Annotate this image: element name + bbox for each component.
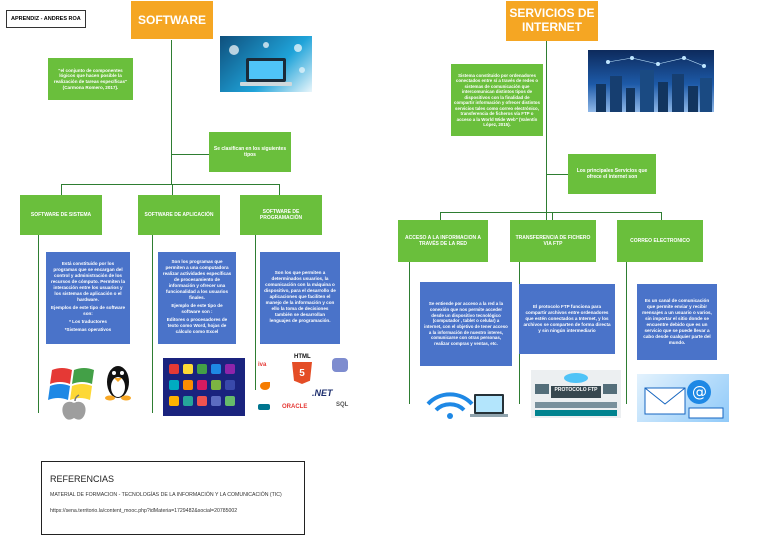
html5-number: 5	[299, 367, 305, 379]
references-title: REFERENCIAS	[50, 474, 115, 484]
category-acceso-red: ACCESO A LA INFORMACION A TRAVÉS DE LA R…	[398, 220, 488, 262]
network-city-image	[588, 50, 714, 112]
category-software-aplicacion: SOFTWARE DE APLICACIÓN	[138, 195, 220, 235]
description-correo: Es un canal de comunicación que permite …	[637, 284, 717, 360]
author-label: APRENDIZ - ANDRES ROA	[11, 16, 81, 22]
connector	[61, 184, 62, 195]
connector	[546, 174, 568, 175]
description-text: Se entiende por acceso a la red a la con…	[424, 301, 508, 347]
category-label: ACCESO A LA INFORMACION A TRAVÉS DE LA R…	[405, 234, 481, 247]
internet-definition-text: Sistema constituido por ordenadores cone…	[454, 72, 540, 128]
wifi-icon	[426, 392, 474, 419]
software-definition: "el conjunto de componentes lógicos que …	[48, 58, 133, 100]
connector	[440, 212, 441, 220]
oracle-logo-text: ORACLE	[282, 404, 308, 410]
example-title: Ejemplos de este tipo de software son:	[50, 304, 126, 316]
software-definition-text: "el conjunto de componentes lógicos que …	[53, 67, 128, 90]
connector	[61, 184, 280, 185]
example-item: Editores o procesadores de texto como Wo…	[166, 316, 228, 334]
internet-services-intro-text: Los principales Servicios que ofrece el …	[576, 167, 648, 180]
connector	[409, 262, 410, 404]
linux-penguin-icon	[105, 366, 131, 401]
connector	[661, 212, 662, 220]
software-classify: Se clasifican en los siguientes tipos	[209, 132, 291, 172]
connector	[440, 212, 662, 213]
connector	[552, 212, 553, 220]
internet-services-intro: Los principales Servicios que ofrece el …	[568, 154, 656, 194]
laptop-icon	[229, 42, 305, 86]
example-item: *Sistemas operativos	[64, 326, 112, 332]
swift-bird-icon	[260, 382, 270, 390]
dotnet-logo-text: .NET	[312, 388, 333, 398]
category-software-sistema: SOFTWARE DE SISTEMA	[20, 195, 102, 235]
windows-icon	[48, 368, 94, 400]
svg-text:@: @	[692, 383, 707, 401]
computer-icon	[535, 384, 617, 394]
reference-link: https://sena.territorio.la/content_mooc.…	[50, 508, 238, 514]
java-logo-text: iva	[258, 362, 267, 368]
connector	[255, 235, 256, 390]
apple-icon	[62, 394, 86, 420]
description-text: Está constituido por los programas que s…	[50, 261, 126, 302]
internet-definition: Sistema constituido por ordenadores cone…	[451, 64, 543, 136]
programming-logos-image: iva HTML 5 .NET ORACLE SQL	[256, 352, 352, 418]
software-title-text: SOFTWARE	[138, 13, 206, 27]
html5-shield-icon: 5	[292, 362, 312, 384]
laptop-icon	[470, 394, 508, 417]
category-label: CORREO ELECTRONICO	[630, 237, 690, 244]
mysql-icon	[258, 404, 270, 410]
category-label: SOFTWARE DE PROGRAMACIÓN	[259, 208, 303, 221]
os-logos-image	[44, 360, 142, 422]
technology-image	[220, 36, 312, 92]
description-text: El protocolo FTP funciona para compartir…	[523, 304, 611, 333]
app-grid-icon	[169, 364, 235, 406]
connector	[172, 184, 173, 195]
connector	[626, 262, 627, 404]
at-sign-icon: @	[687, 380, 711, 404]
ftp-label: PROTOCOLO FTP	[554, 387, 598, 393]
connector	[38, 235, 39, 413]
category-label: SOFTWARE DE SISTEMA	[30, 211, 92, 218]
category-software-programacion: SOFTWARE DE PROGRAMACIÓN	[240, 195, 322, 235]
connector	[152, 235, 153, 413]
description-acceso-red: Se entiende por acceso a la red a la con…	[420, 282, 512, 366]
author-box: APRENDIZ - ANDRES ROA	[6, 10, 86, 28]
category-correo: CORREO ELECTRONICO	[617, 220, 703, 262]
category-label: SOFTWARE DE APLICACIÓN	[144, 211, 214, 218]
description-ftp: El protocolo FTP funciona para compartir…	[519, 284, 615, 354]
sql-logo-text: SQL	[336, 402, 349, 408]
html-logo-text: HTML	[294, 354, 311, 360]
description-software-sistema: Está constituido por los programas que s…	[46, 252, 130, 344]
category-label: TRANSFERENCIA DE FICHERO VIA FTP	[515, 234, 591, 247]
description-software-programacion: Son los que permiten a determinados usua…	[260, 252, 340, 344]
category-ftp: TRANSFERENCIA DE FICHERO VIA FTP	[510, 220, 596, 262]
network-nodes-icon	[596, 56, 712, 112]
connector	[171, 40, 172, 185]
wifi-image	[420, 374, 512, 424]
description-software-aplicacion: Son los programas que permiten a una com…	[158, 252, 236, 344]
description-text: Son los que permiten a determinados usua…	[264, 270, 336, 323]
internet-title: SERVICIOS DE INTERNET	[506, 1, 598, 41]
software-title: SOFTWARE	[131, 1, 213, 39]
description-text: Es un canal de comunicación que permite …	[642, 298, 712, 345]
envelope-icon	[644, 387, 686, 415]
description-text: Son los programas que permiten a una com…	[162, 259, 232, 300]
connector	[171, 154, 209, 155]
example-item: * Los traductores	[69, 318, 107, 324]
internet-title-text: SERVICIOS DE INTERNET	[509, 6, 595, 34]
example-title: Ejemplo de este tipo de software son :	[171, 302, 223, 314]
php-elephant-icon	[332, 358, 348, 372]
email-image: @	[637, 374, 729, 422]
reference-item: MATERIAL DE FORMACION - TECNOLOGÍAS DE L…	[50, 492, 282, 498]
ftp-image: PROTOCOLO FTP	[531, 370, 621, 418]
software-classify-text: Se clasifican en los siguientes tipos	[213, 145, 287, 158]
cloud-icon	[564, 373, 588, 383]
apps-image	[163, 358, 245, 416]
connector	[546, 40, 547, 220]
references-box: REFERENCIAS MATERIAL DE FORMACION - TECN…	[41, 461, 305, 535]
connector	[279, 184, 280, 195]
